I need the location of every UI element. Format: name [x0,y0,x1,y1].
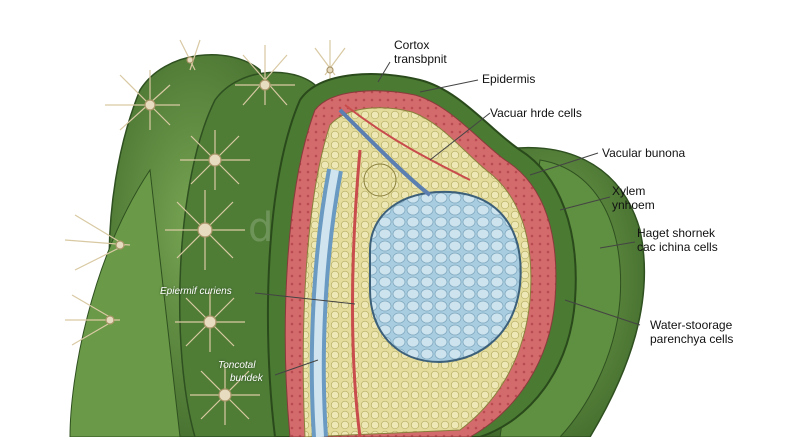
label-epidermis-cuticle: Epiermif curiens [160,286,232,297]
leader-vascular-bundle [529,152,599,176]
leader-water [564,299,641,326]
leader-epidermis [419,79,479,93]
leader-toncotal [274,359,319,376]
label-epidermis: Epidermis [482,72,536,86]
watermark: d [248,205,274,251]
label-toncotal-line2: bundek [230,373,263,384]
label-vascular-hide-cells: Vacuar hrde cells [490,106,582,120]
leader-xylem [559,196,611,211]
leader-vascular-hide [429,112,491,161]
cactus-spines [64,39,346,425]
cross-section [266,73,577,438]
label-xylem-line1: Xylem [612,184,646,198]
leader-epidermis-cuticle [254,292,356,305]
label-vascular-bundle: Vacular bunona [602,146,686,160]
leader-hagel [599,241,636,249]
label-water-line1: Water-stoorage [650,318,733,332]
label-hagel-line1: Haget shornek [637,226,716,240]
label-cortex-line2: transbpnit [394,52,447,66]
label-xylem-line2: ynhoem [612,198,655,212]
label-water-line2: parenchya cells [650,332,734,346]
leader-cortex [377,61,391,83]
label-cortex-line1: Cortox [394,38,430,52]
label-toncotal-line1: Toncotal [218,360,256,371]
label-hagel-line2: cac ichina cells [637,240,718,254]
